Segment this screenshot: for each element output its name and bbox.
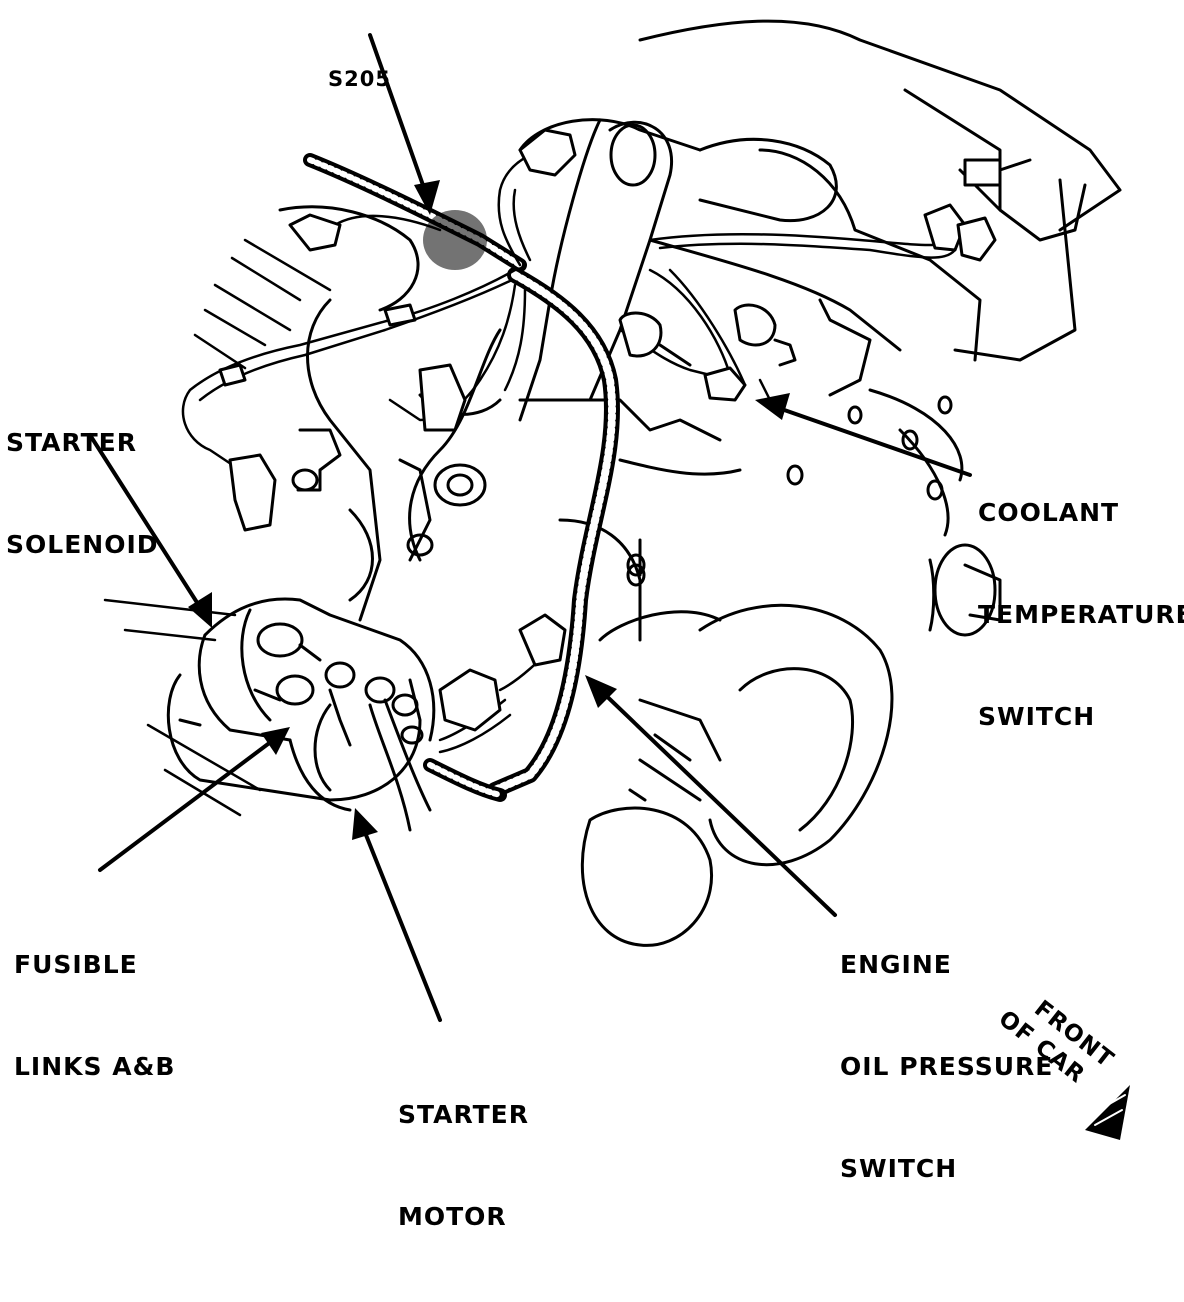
label-line: SWITCH bbox=[840, 1154, 958, 1183]
label-s205-text: S205 bbox=[328, 67, 391, 91]
label-starter-motor: STARTER MOTOR bbox=[398, 1030, 529, 1302]
starter-assembly bbox=[166, 597, 436, 832]
label-line: SWITCH bbox=[978, 702, 1096, 731]
connectors bbox=[218, 128, 1002, 732]
engine-wiring-diagram: S205 STARTER SOLENOID COOLANT TEMPERATUR… bbox=[6, 0, 1184, 1231]
label-starter-solenoid: STARTER SOLENOID bbox=[6, 358, 159, 630]
oil-switch-leader bbox=[593, 683, 837, 917]
label-line: LINKS A&B bbox=[14, 1052, 176, 1081]
oil-switch-arrowhead bbox=[585, 675, 617, 708]
wire-harness bbox=[303, 153, 620, 802]
leader-arrows bbox=[88, 33, 1130, 1140]
label-line: STARTER bbox=[398, 1100, 529, 1129]
label-coolant-temperature-switch: COOLANT TEMPERATURE SWITCH bbox=[978, 428, 1184, 802]
label-line: MOTOR bbox=[398, 1202, 507, 1231]
label-line: TEMPERATURE bbox=[978, 600, 1184, 629]
front-pulley bbox=[580, 543, 1002, 947]
label-line: SOLENOID bbox=[6, 530, 159, 559]
fusible-links-arrowhead bbox=[261, 727, 290, 755]
engine-drawing bbox=[88, 19, 1130, 1140]
s205-leader bbox=[368, 33, 432, 207]
label-s205: S205 bbox=[328, 0, 391, 164]
coolant-switch-leader bbox=[768, 403, 972, 477]
label-line: COOLANT bbox=[978, 498, 1120, 527]
label-line: OIL PRESSURE bbox=[840, 1052, 1054, 1081]
starter-motor-arrowhead bbox=[352, 808, 378, 840]
starter-motor-leader bbox=[358, 818, 442, 1022]
s205-arrowhead bbox=[414, 180, 440, 215]
starter-solenoid-leader bbox=[88, 433, 207, 617]
label-engine-oil-pressure-switch: ENGINE OIL PRESSURE SWITCH bbox=[840, 880, 1053, 1254]
label-line: ENGINE bbox=[840, 950, 952, 979]
label-line: FUSIBLE bbox=[14, 950, 138, 979]
fusible-links-leader bbox=[98, 733, 282, 872]
label-line: STARTER bbox=[6, 428, 137, 457]
coolant-switch-arrowhead bbox=[755, 393, 790, 420]
label-fusible-links: FUSIBLE LINKS A&B bbox=[14, 880, 175, 1152]
starter-solenoid-arrowhead bbox=[188, 592, 212, 628]
engine-block bbox=[278, 118, 742, 642]
